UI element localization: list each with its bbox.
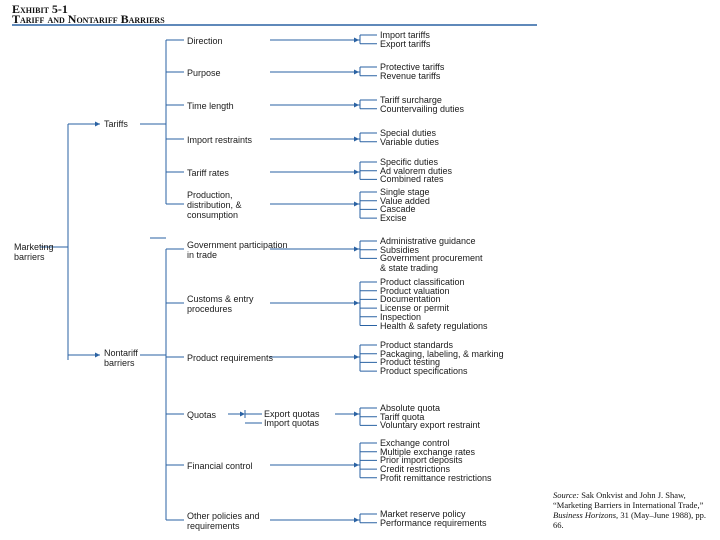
nontariff-item-2-0: Product standards — [380, 340, 454, 350]
tariffs-item-1-0: Protective tariffs — [380, 62, 445, 72]
tariffs-item-arrow-3 — [354, 136, 359, 142]
source-note: Source: Sak Onkvist and John J. Shaw, “M… — [553, 490, 713, 530]
tariffs-category-1: Purpose — [187, 68, 221, 78]
tariffs-item-2-0: Tariff surcharge — [380, 95, 442, 105]
nontariff-item-arrow-2 — [354, 354, 359, 360]
nontariff-item-4-2: Prior import deposits — [380, 455, 463, 466]
nontariff-item-4-0: Exchange control — [380, 438, 450, 448]
exhibit-title: Tariff and Nontariff Barriers — [12, 12, 165, 26]
nontariff-item-arrow-5 — [354, 517, 359, 523]
nontariff-item-1-2: Documentation — [380, 294, 441, 305]
nontariff-category-0: Government participation in trade — [187, 240, 288, 260]
nontariff-item-2-1: Packaging, labeling, & marking — [380, 348, 504, 359]
nontariff-item-arrow-0 — [354, 246, 359, 252]
root-label: Marketing barriers — [14, 242, 54, 262]
nontariff-item-arrow-3 — [354, 411, 359, 417]
exhibit-number: Exhibit 5-1 — [12, 2, 68, 16]
tariffs-item-5-1: Value added — [380, 195, 430, 206]
tariffs-item-arrow-2 — [354, 102, 359, 108]
nontariff-item-4-3: Credit restrictions — [380, 464, 451, 475]
nontariff-label: Nontariff barriers — [104, 348, 138, 368]
nontariff-item-3-1: Tariff quota — [380, 411, 425, 422]
tariffs-category-2: Time length — [187, 101, 234, 111]
tariffs-item-3-0: Special duties — [380, 128, 437, 138]
nontariff-item-0-1: Subsidies — [380, 244, 420, 255]
nontariff-item-1-3: License or permit — [380, 303, 450, 314]
tariffs-item-1-1: Revenue tariffs — [380, 70, 441, 81]
nontariff-item-5-0: Market reserve policy — [380, 509, 466, 519]
source-journal: Business Horizons, — [553, 510, 619, 520]
nontariff-arrow — [95, 352, 100, 358]
quotas-sub-1: Import quotas — [264, 418, 320, 428]
nontariff-item-1-4: Inspection — [380, 311, 422, 322]
tariffs-item-arrow-4 — [354, 169, 359, 175]
tariffs-category-4: Tariff rates — [187, 168, 229, 178]
tariffs-item-4-2: Combined rates — [380, 174, 444, 185]
tariffs-item-0-1: Export tariffs — [380, 38, 431, 49]
source-label: Source: — [553, 490, 580, 500]
nontariff-item-arrow-1 — [354, 300, 359, 306]
nontariff-item-2-2: Product testing — [380, 357, 441, 368]
tariffs-label: Tariffs — [104, 119, 128, 129]
nontariff-item-1-0: Product classification — [380, 277, 465, 287]
nontariff-category-2: Product requirements — [187, 353, 274, 363]
tariffs-category-3: Import restraints — [187, 135, 253, 145]
nontariff-item-1-1: Product valuation — [380, 285, 450, 296]
nontariff-category-5: Other policies and requirements — [187, 511, 260, 531]
tariffs-category-5: Production, distribution, & consumption — [187, 190, 242, 220]
tariffs-item-5-0: Single stage — [380, 187, 430, 197]
nontariff-item-3-2: Voluntary export restraint — [380, 420, 481, 431]
nontariff-item-3-0: Absolute quota — [380, 403, 441, 413]
nontariff-item-2-3: Product specifications — [380, 366, 468, 377]
tariffs-arrow — [95, 121, 100, 127]
nontariff-item-1-5: Health & safety regulations — [380, 320, 488, 331]
tariffs-item-5-2: Cascade — [380, 204, 416, 215]
nontariff-item-0-2: Government procurement & state trading — [380, 253, 483, 274]
tariffs-item-3-1: Variable duties — [380, 136, 439, 147]
nontariff-item-4-1: Multiple exchange rates — [380, 446, 476, 457]
tariffs-item-arrow-1 — [354, 69, 359, 75]
source-text: Sak Onkvist and John J. Shaw, “Marketing… — [553, 490, 704, 510]
nontariff-item-5-1: Performance requirements — [380, 517, 487, 528]
nontariff-item-4-4: Profit remittance restrictions — [380, 472, 492, 483]
quotas-sub-arrow — [240, 411, 245, 417]
tariffs-item-arrow-5 — [354, 201, 359, 207]
quotas-sub-0: Export quotas — [264, 409, 320, 419]
nontariff-category-4: Financial control — [187, 461, 253, 471]
tariffs-item-2-1: Countervailing duties — [380, 103, 465, 114]
tariffs-item-0-0: Import tariffs — [380, 30, 430, 40]
tariffs-category-0: Direction — [187, 36, 223, 46]
tariffs-item-arrow-0 — [354, 37, 359, 43]
tariffs-item-4-1: Ad valorem duties — [380, 165, 453, 176]
source-citation: 31 (May–June 1988), pp. 66. — [553, 510, 707, 530]
nontariff-item-0-0: Administrative guidance — [380, 236, 476, 246]
nontariff-category-3: Quotas — [187, 410, 217, 420]
tariffs-item-4-0: Specific duties — [380, 157, 439, 167]
tariffs-item-5-3: Excise — [380, 213, 407, 224]
nontariff-item-arrow-4 — [354, 462, 359, 468]
nontariff-category-1: Customs & entry procedures — [187, 294, 254, 314]
